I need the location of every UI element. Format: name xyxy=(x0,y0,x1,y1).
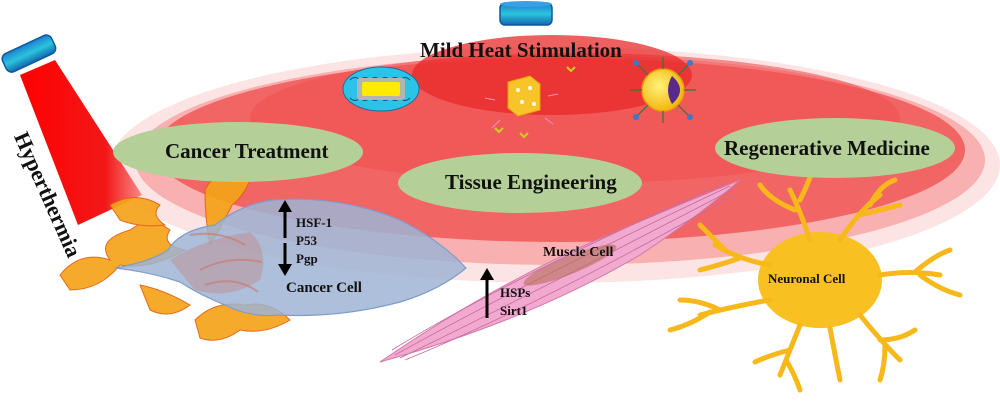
cancer-downregulation-arrow xyxy=(278,243,292,276)
regenerative-medicine-ellipse xyxy=(715,118,955,178)
mild-heat-stimulation-title: Mild Heat Stimulation xyxy=(420,38,622,62)
heat-beam-icon xyxy=(20,60,142,225)
side-lamp-icon xyxy=(1,34,57,73)
neuronal-cell-label: Neuronal Cell xyxy=(768,271,846,286)
core-shell-nanorod-icon xyxy=(342,66,420,112)
regenerative-medicine-label: Regenerative Medicine xyxy=(724,136,930,160)
muscle-marker-sirt1: Sirt1 xyxy=(500,303,528,318)
cancer-marker-pgp: Pgp xyxy=(296,251,318,266)
cancer-upregulation-arrow xyxy=(278,200,292,238)
neuronal-cell xyxy=(667,167,963,393)
cubic-nanoparticle-icon xyxy=(484,66,576,139)
cancer-treatment-ellipse xyxy=(113,122,363,182)
muscle-upregulation-arrow xyxy=(480,268,494,318)
top-lamp-icon xyxy=(499,1,553,26)
cancer-marker-p53: P53 xyxy=(296,233,317,248)
cancer-marker-hsf1: HSF-1 xyxy=(296,215,333,230)
muscle-cell-label: Muscle Cell xyxy=(543,245,614,260)
muscle-nucleus xyxy=(523,244,617,286)
cancer-cell-label: Cancer Cell xyxy=(286,280,362,296)
tissue-engineering-ellipse xyxy=(398,153,642,213)
zone-title-highlight xyxy=(412,35,692,115)
muscle-cell xyxy=(379,179,741,363)
cancer-treatment-label: Cancer Treatment xyxy=(165,139,329,163)
hyperthermia-beam xyxy=(1,34,142,225)
muscle-marker-hsps: HSPs xyxy=(500,285,531,300)
functionalized-nanosphere-icon xyxy=(630,57,696,123)
tissue-engineering-label: Tissue Engineering xyxy=(445,170,617,194)
cancer-cell xyxy=(114,198,467,317)
